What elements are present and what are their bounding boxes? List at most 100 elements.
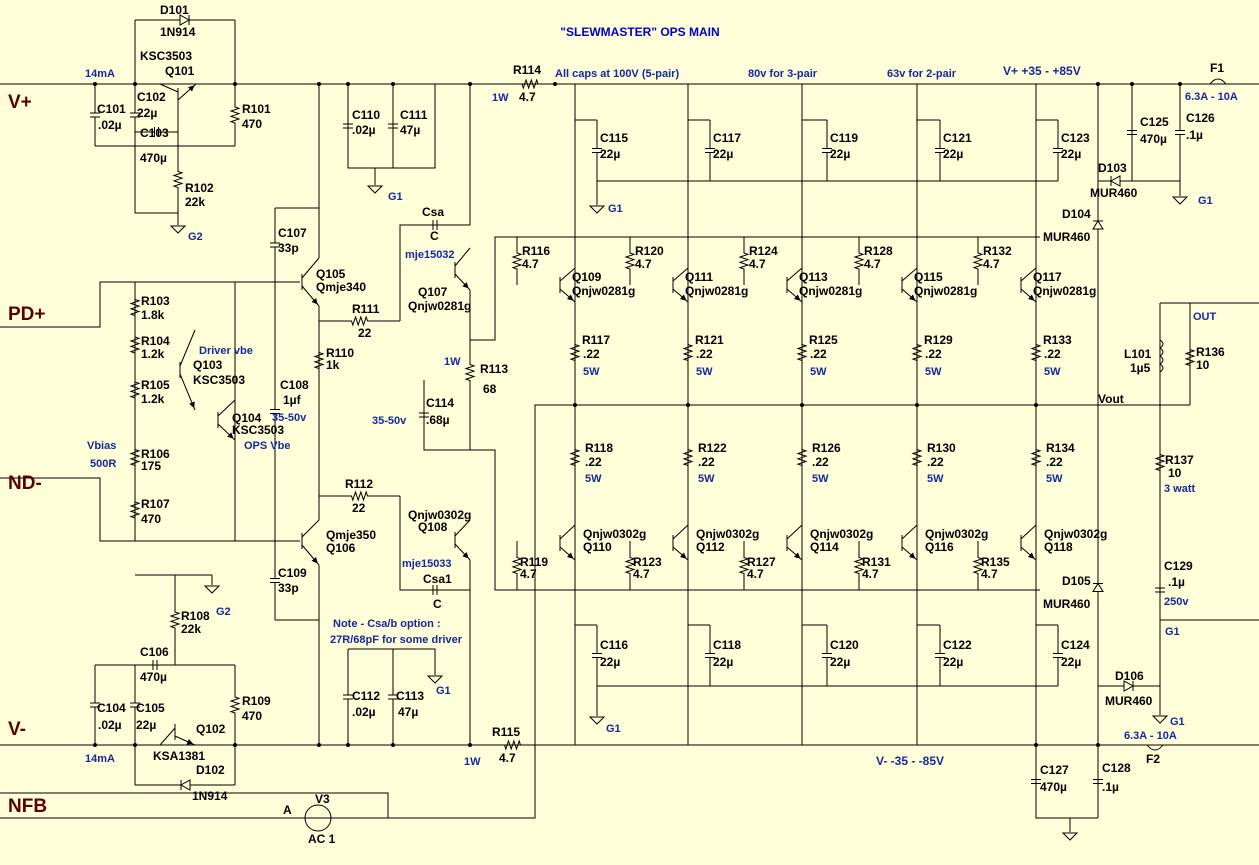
label: .02µ: [352, 123, 376, 137]
label: Q115: [914, 270, 943, 284]
g2-ground-top: [169, 225, 187, 234]
emit-bot-4: [1030, 425, 1042, 490]
label: C: [433, 597, 442, 611]
label: 470µ: [140, 151, 167, 165]
g1-ground-out-bottom: [588, 716, 606, 725]
label: R126: [812, 441, 841, 455]
l101-inductor: [1159, 339, 1164, 373]
current-top: 14mA: [85, 68, 115, 80]
label: R119: [520, 555, 548, 569]
label: C108: [280, 378, 309, 392]
rail-label-pd: PD+: [8, 304, 46, 325]
q103-transistor: [179, 329, 196, 411]
emit-bot-0: [569, 425, 581, 490]
label: 1N914: [192, 789, 228, 803]
label: 5W: [927, 473, 944, 485]
c129-capacitor: [1155, 560, 1165, 620]
npn-4: [1020, 267, 1037, 303]
d105-diode: [1092, 560, 1104, 615]
junction: [468, 82, 472, 86]
g1-label: G1: [388, 191, 403, 203]
label: 22µ: [713, 147, 733, 161]
vminus-range: V- -35 - -85V: [876, 754, 944, 768]
note-csa-1: Note - Csa/b option :: [333, 618, 441, 630]
label: KSC3503: [193, 373, 245, 387]
label: 1W: [492, 92, 509, 104]
label: Q107: [418, 285, 448, 299]
top-cap-1: [705, 120, 715, 181]
label: C124: [1061, 638, 1090, 652]
label: C113: [396, 689, 424, 703]
label: .22: [696, 347, 713, 361]
c110-capacitor: [343, 84, 353, 168]
label: C112: [352, 689, 380, 703]
label: R121: [695, 333, 724, 347]
label: D104: [1062, 207, 1091, 221]
label: R129: [924, 333, 953, 347]
label: 4.7: [522, 257, 539, 271]
label: Q113: [799, 270, 828, 284]
label: Q106: [326, 541, 356, 555]
label: R135: [981, 555, 1010, 569]
label: Qnjw0302g: [583, 527, 646, 541]
label: 500R: [90, 458, 116, 470]
npn-2: [786, 267, 803, 303]
label: 5W: [810, 366, 827, 378]
label: Q102: [196, 722, 226, 736]
label: 4.7: [749, 257, 766, 271]
note-caps-3pair: 80v for 3-pair: [748, 68, 818, 80]
label: Q104: [232, 411, 262, 425]
npn-0: [559, 267, 576, 303]
top-cap-3: [935, 120, 945, 181]
label: 10: [1196, 358, 1210, 372]
q104-transistor: [217, 399, 236, 441]
pnp-3: [901, 524, 918, 561]
c111-capacitor: [388, 84, 398, 168]
label: 22µ: [943, 147, 963, 161]
emit-top-1: [682, 320, 694, 385]
label: .02µ: [98, 118, 122, 132]
label: R109: [242, 694, 271, 708]
label: Qnjw0281g: [1033, 284, 1096, 298]
q101-ref: Q101: [165, 64, 195, 78]
page-title: "SLEWMASTER" OPS MAIN: [560, 25, 719, 39]
label: 4.7: [519, 90, 536, 104]
label: C126: [1186, 111, 1215, 125]
label: R110: [326, 346, 354, 360]
r113-resistor: [464, 340, 476, 405]
label: C120: [830, 638, 859, 652]
r106-resistor: [129, 440, 141, 475]
g1-ground-c112: [426, 675, 444, 684]
q101-transistor: [159, 83, 197, 104]
junction: [317, 82, 321, 86]
label: Csa: [422, 205, 444, 219]
label: R122: [698, 441, 727, 455]
label: 5W: [1046, 473, 1063, 485]
label: R128: [864, 244, 893, 258]
label: 14mA: [85, 753, 115, 765]
r115-resistor: [490, 739, 535, 751]
label: 4.7: [520, 567, 537, 581]
label: 4.7: [635, 257, 652, 271]
label: 1k: [326, 358, 340, 372]
r107-resistor: [129, 490, 141, 530]
csa1-capacitor: [400, 585, 470, 595]
label: 22µ: [830, 147, 850, 161]
rail-label-nfb: NFB: [8, 796, 47, 817]
label: D105: [1062, 574, 1091, 588]
emit-bot-2: [796, 425, 808, 490]
label: 22µ: [600, 655, 620, 669]
label: G1: [608, 203, 623, 215]
label: C125: [1140, 115, 1169, 129]
label: 470µ: [1140, 132, 1167, 146]
npn-3: [901, 267, 918, 303]
c114-capacitor: [419, 380, 429, 450]
c113-capacitor: [388, 649, 398, 745]
label: D102: [196, 763, 225, 777]
junction: [573, 403, 577, 407]
label: R101: [242, 102, 271, 116]
label: 33p: [278, 241, 299, 255]
label: 22µ: [830, 655, 850, 669]
label: Q109: [572, 270, 602, 284]
label: R104: [141, 334, 170, 348]
